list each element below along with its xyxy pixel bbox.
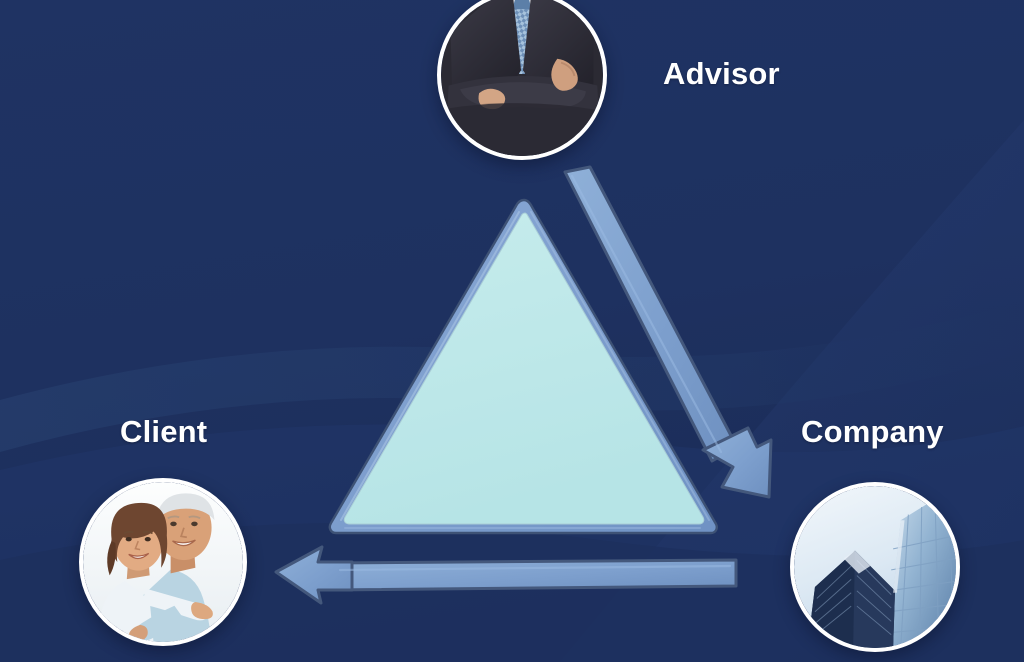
company-dark-tower-face-left <box>807 550 855 648</box>
client-woman-brow-right <box>142 530 153 535</box>
client-woman-hand <box>191 602 213 620</box>
client-woman-hair <box>111 502 168 568</box>
client-woman-eye-left <box>125 536 132 542</box>
advisor-label: Advisor <box>663 56 780 91</box>
client-woman-nose <box>134 540 141 551</box>
client-man-eye-right <box>191 521 198 527</box>
advisor-hand-right <box>551 58 578 91</box>
client-woman-smile <box>128 552 150 560</box>
company-glass-tower <box>887 486 956 648</box>
client-man-brow-right <box>188 515 201 520</box>
advisor-arm-shadow <box>448 103 600 156</box>
client-man-head <box>156 495 212 561</box>
company-photo <box>790 482 960 652</box>
client-woman-brow-left <box>123 530 134 535</box>
client-man-smile <box>172 539 196 547</box>
client-man-brow-left <box>167 515 180 520</box>
client-man-nose <box>179 527 187 539</box>
client-label: Client <box>120 414 208 449</box>
advisor-photo <box>437 0 607 160</box>
company-tower-edge-light <box>893 520 905 593</box>
client-woman-eye-right <box>144 536 151 542</box>
advisor-tie-knot <box>512 0 532 10</box>
client-man-hair <box>155 493 215 522</box>
advisor-fingers <box>560 61 576 77</box>
company-dark-tower-face-right <box>853 550 896 648</box>
company-label: Company <box>801 414 944 449</box>
client-man-arm <box>136 605 184 641</box>
company-tower-crown-highlight <box>843 550 871 574</box>
client-man-eye-left <box>170 521 177 527</box>
background-band-bottom <box>0 523 1024 662</box>
client-woman-hair-side <box>107 541 116 576</box>
client-photo <box>79 478 247 646</box>
